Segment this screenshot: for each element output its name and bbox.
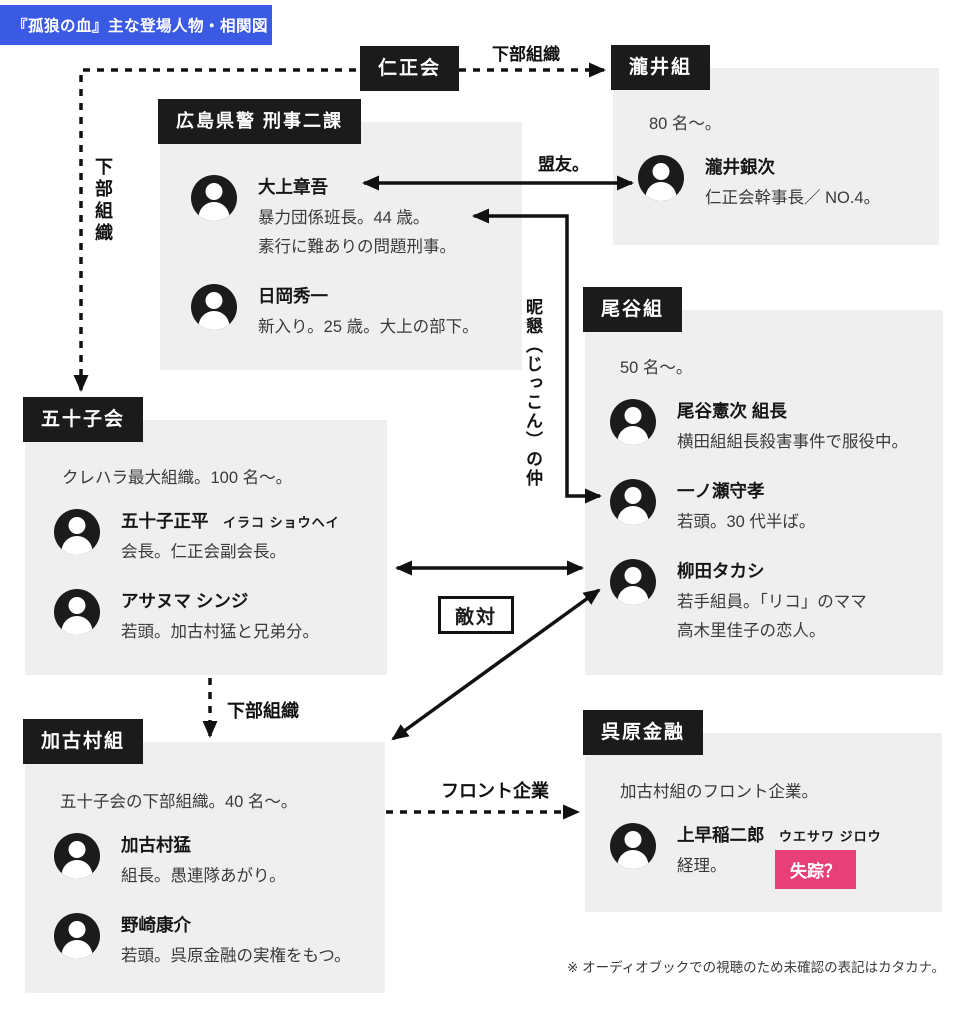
org-takii-intro: 80 名〜。 bbox=[649, 115, 722, 133]
person-icon bbox=[54, 589, 100, 635]
org-odani-members: 尾谷憲次 組長 横田組組長殺害事件で服役中。 一ノ瀬守孝 若頭。30 代半ば。 … bbox=[610, 399, 943, 646]
person-description: 経理。 bbox=[677, 857, 727, 875]
person-icon bbox=[610, 559, 656, 605]
label-subordinate-left: 下部組織 bbox=[93, 157, 113, 245]
member-row: 日岡秀一 新入り。25 歳。大上の部下。 bbox=[191, 284, 522, 342]
person-description: 新入り。25 歳。大上の部下。 bbox=[258, 318, 479, 336]
org-jinseikai-tab: 仁正会 bbox=[360, 46, 460, 91]
org-police: 広島県警 刑事二課 大上章吾 暴力団係班長。44 歳。素行に難ありの問題刑事。 … bbox=[158, 99, 522, 370]
org-kurehara-intro: 加古村組のフロント企業。 bbox=[620, 783, 818, 801]
person-name: 野崎康介 bbox=[121, 915, 191, 935]
member-row: 一ノ瀬守孝 若頭。30 代半ば。 bbox=[610, 479, 943, 537]
org-irako-tab: 五十子会 bbox=[23, 397, 144, 442]
person-icon bbox=[610, 399, 656, 445]
person-icon bbox=[54, 833, 100, 879]
org-odani-tab: 尾谷組 bbox=[583, 287, 683, 332]
missing-badge: 失踪？ bbox=[775, 850, 856, 889]
label-subordinate-mid: 下部組織 bbox=[227, 701, 299, 721]
person-name: アサヌマ シンジ bbox=[121, 591, 249, 611]
person-name: 大上章吾 bbox=[258, 177, 328, 197]
person-description: 暴力団係班長。44 歳。素行に難ありの問題刑事。 bbox=[258, 209, 456, 256]
person-icon bbox=[54, 913, 100, 959]
org-takii: 瀧井組 80 名〜。 瀧井銀次 仁正会幹事長／ NO.4。 bbox=[611, 45, 939, 245]
org-kurehara: 呉原金融 加古村組のフロント企業。 上早稲二郎 ウエサワ ジロウ 経理。 失踪？ bbox=[583, 710, 942, 912]
label-subordinate-top: 下部組織 bbox=[492, 45, 560, 64]
org-kakomura: 加古村組 五十子会の下部組織。40 名〜。 加古村猛 組長。愚連隊あがり。 野崎… bbox=[23, 719, 385, 993]
person-description: 横田組組長殺害事件で服役中。 bbox=[677, 433, 908, 451]
person-name: 加古村猛 bbox=[121, 835, 191, 855]
person-icon bbox=[191, 175, 237, 221]
member-row: 野崎康介 若頭。呉原金融の実権をもつ。 bbox=[54, 913, 385, 971]
person-name-katakana: イラコ ショウヘイ bbox=[222, 515, 340, 530]
person-name: 上早稲二郎 bbox=[677, 825, 765, 845]
label-rivalry: 敵対 bbox=[438, 596, 514, 634]
member-row: 瀧井銀次 仁正会幹事長／ NO.4。 bbox=[638, 155, 939, 213]
org-takii-members: 瀧井銀次 仁正会幹事長／ NO.4。 bbox=[638, 155, 939, 213]
person-description: 若頭。30 代半ば。 bbox=[677, 513, 816, 531]
member-row: 柳田タカシ 若手組員。「リコ」のママ高木里佳子の恋人。 bbox=[610, 559, 943, 646]
person-description: 若頭。加古村猛と兄弟分。 bbox=[121, 623, 319, 641]
label-close-relation: 昵懇（じっこん）の仲 bbox=[523, 298, 542, 488]
member-row: 上早稲二郎 ウエサワ ジロウ 経理。 失踪？ bbox=[610, 823, 942, 889]
org-kurehara-members: 上早稲二郎 ウエサワ ジロウ 経理。 失踪？ bbox=[610, 823, 942, 889]
org-kurehara-panel bbox=[585, 733, 942, 912]
footnote: ※ オーディオブックでの視聴のため未確認の表記はカタカナ。 bbox=[567, 960, 945, 975]
member-row: 大上章吾 暴力団係班長。44 歳。素行に難ありの問題刑事。 bbox=[191, 175, 522, 262]
person-name: 柳田タカシ bbox=[677, 561, 765, 581]
org-irako-intro: クレハラ最大組織。100 名〜。 bbox=[62, 469, 293, 487]
person-name: 日岡秀一 bbox=[258, 286, 328, 306]
org-police-members: 大上章吾 暴力団係班長。44 歳。素行に難ありの問題刑事。 日岡秀一 新入り。2… bbox=[191, 175, 522, 342]
person-icon bbox=[54, 509, 100, 555]
person-description: 若頭。呉原金融の実権をもつ。 bbox=[121, 947, 351, 965]
member-row: 尾谷憲次 組長 横田組組長殺害事件で服役中。 bbox=[610, 399, 943, 457]
person-icon bbox=[191, 284, 237, 330]
org-kakomura-members: 加古村猛 組長。愚連隊あがり。 野崎康介 若頭。呉原金融の実権をもつ。 bbox=[54, 833, 385, 971]
person-icon bbox=[610, 823, 656, 869]
label-front-company: フロント企業 bbox=[441, 781, 549, 801]
person-name: 尾谷憲次 組長 bbox=[677, 401, 787, 421]
person-name: 瀧井銀次 bbox=[705, 157, 775, 177]
label-sworn-ally: 盟友。 bbox=[538, 155, 589, 174]
member-row: 五十子正平 イラコ ショウヘイ 会長。仁正会副会長。 bbox=[54, 509, 387, 567]
org-odani-intro: 50 名〜。 bbox=[620, 359, 693, 377]
org-police-tab: 広島県警 刑事二課 bbox=[158, 99, 362, 144]
person-icon bbox=[610, 479, 656, 525]
person-name: 一ノ瀬守孝 bbox=[677, 481, 765, 501]
person-name-katakana: ウエサワ ジロウ bbox=[778, 829, 882, 844]
member-row: 加古村猛 組長。愚連隊あがり。 bbox=[54, 833, 385, 891]
person-description: 組長。愚連隊あがり。 bbox=[121, 867, 286, 885]
person-description: 仁正会幹事長／ NO.4。 bbox=[705, 189, 881, 207]
org-kakomura-tab: 加古村組 bbox=[23, 719, 144, 764]
person-name: 五十子正平 bbox=[121, 511, 209, 531]
person-icon bbox=[638, 155, 684, 201]
member-row: アサヌマ シンジ 若頭。加古村猛と兄弟分。 bbox=[54, 589, 387, 647]
org-kakomura-intro: 五十子会の下部組織。40 名〜。 bbox=[60, 793, 298, 811]
org-takii-tab: 瀧井組 bbox=[611, 45, 711, 90]
org-odani: 尾谷組 50 名〜。 尾谷憲次 組長 横田組組長殺害事件で服役中。 一ノ瀬守孝 … bbox=[583, 287, 943, 675]
org-kurehara-tab: 呉原金融 bbox=[583, 710, 704, 755]
person-description: 若手組員。「リコ」のママ高木里佳子の恋人。 bbox=[677, 593, 867, 640]
person-description: 会長。仁正会副会長。 bbox=[121, 543, 286, 561]
org-irako-members: 五十子正平 イラコ ショウヘイ 会長。仁正会副会長。 アサヌマ シンジ 若頭。加… bbox=[54, 509, 387, 647]
diagram-title: 『孤狼の血』主な登場人物・相関図 bbox=[0, 5, 272, 45]
org-irako: 五十子会 クレハラ最大組織。100 名〜。 五十子正平 イラコ ショウヘイ 会長… bbox=[23, 397, 387, 675]
